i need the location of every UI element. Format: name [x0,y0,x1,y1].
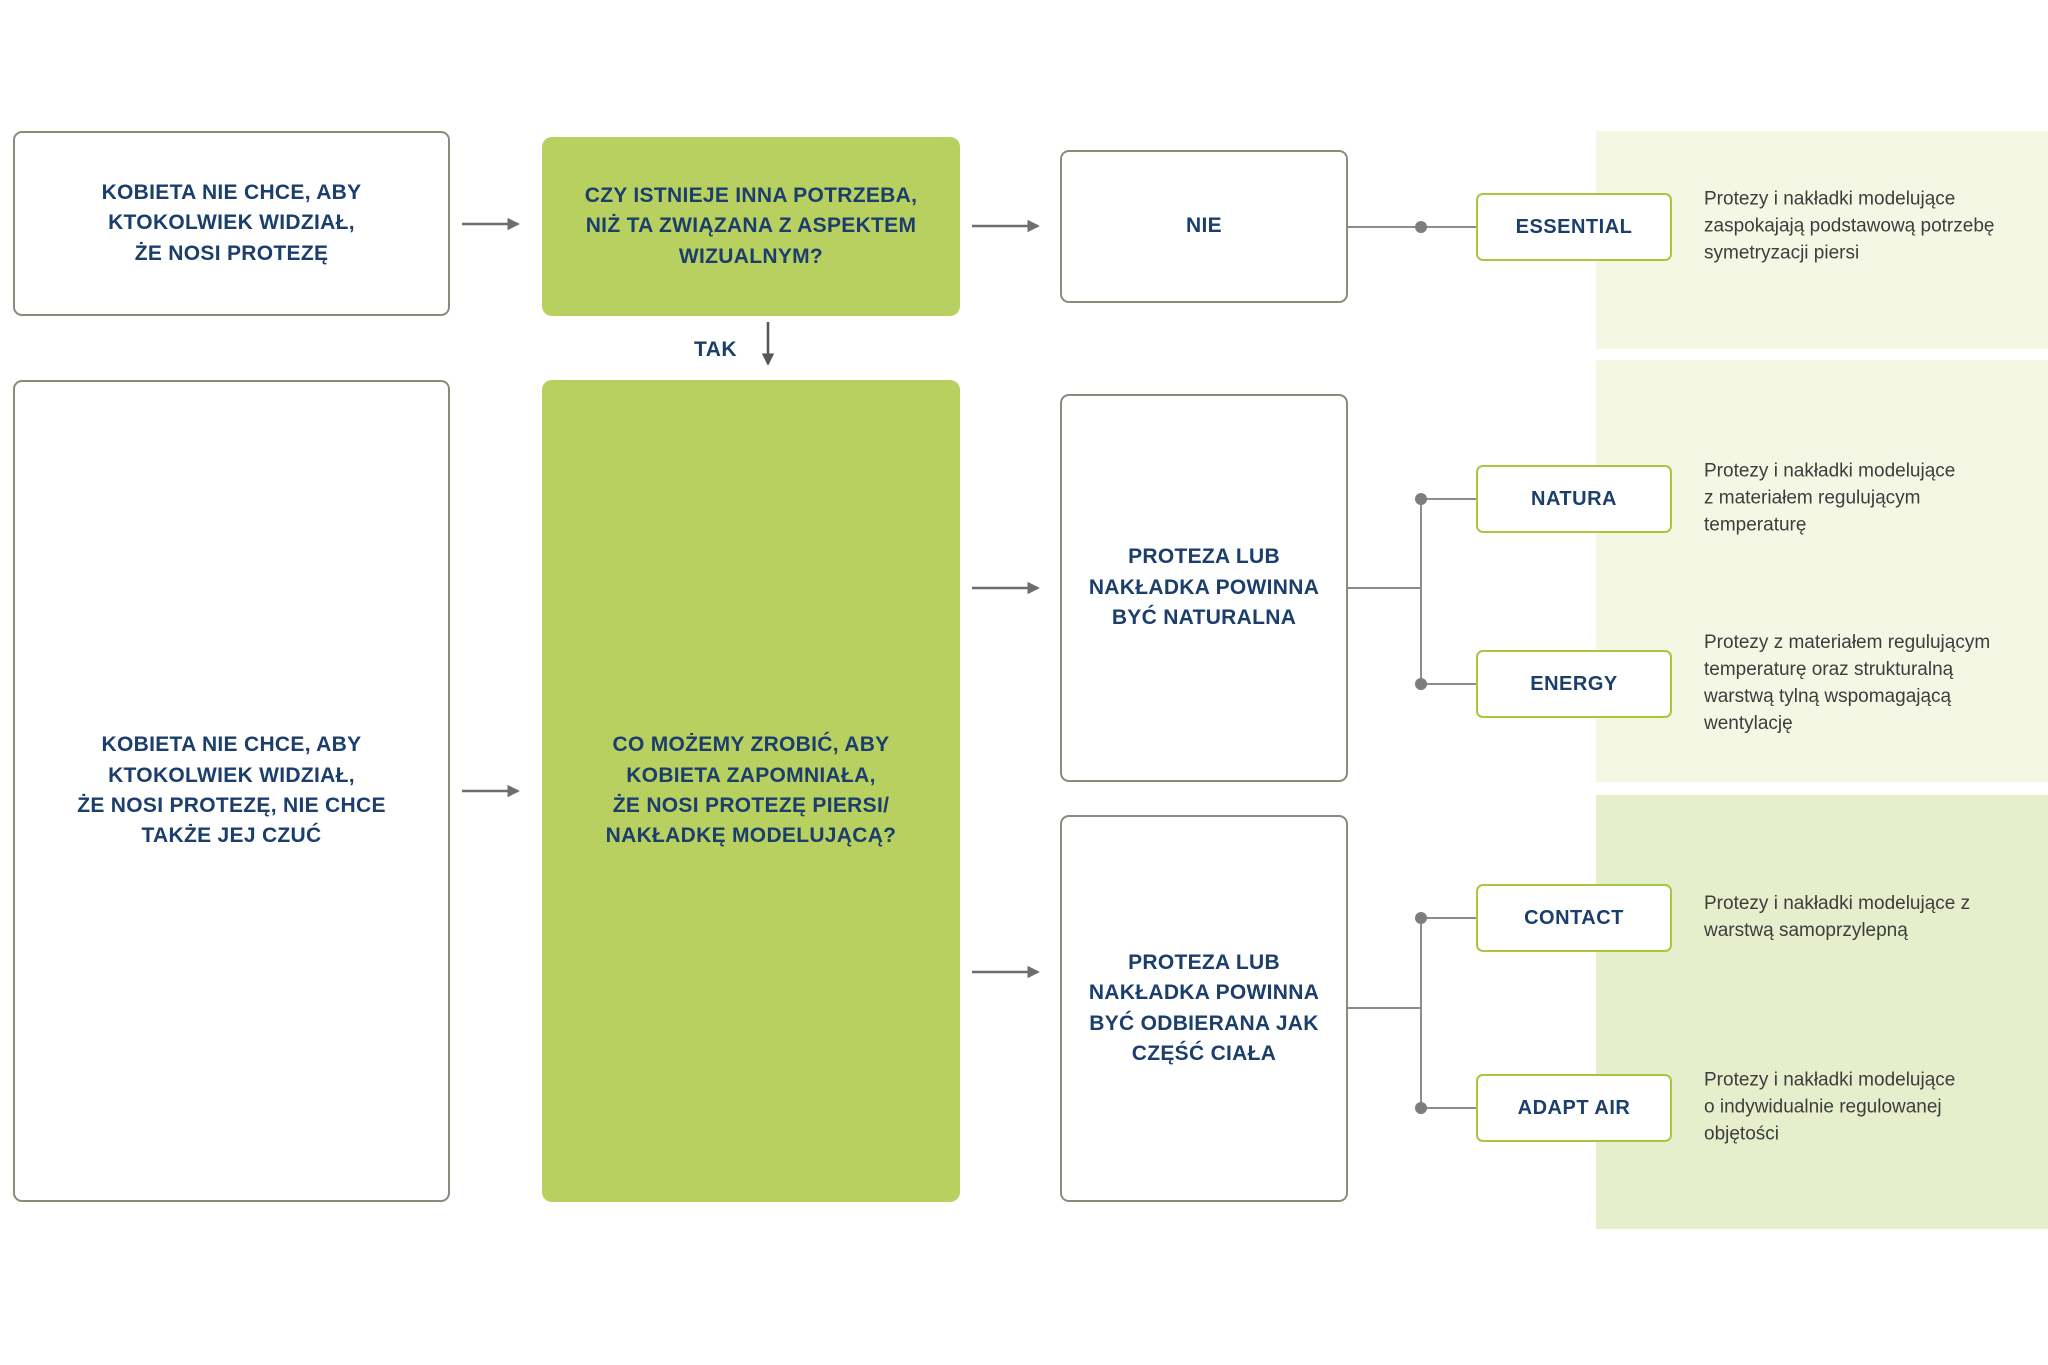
desc-adapt-air: Protezy i nakładki modelujące o indywidu… [1704,1069,1956,1145]
branch-bodypart [1348,917,1476,1109]
box-result-natural: PROTEZA LUB NAKŁADKA POWINNA BYĆ NATURAL… [1060,394,1348,782]
product-contact: CONTACT [1476,884,1672,952]
junction-dot-adaptair [1415,1102,1427,1114]
desc-essential: Protezy i nakładki modelujące zaspokajaj… [1704,188,1995,264]
product-energy: ENERGY [1476,650,1672,718]
branch-natural [1348,498,1476,685]
product-natura: NATURA [1476,465,1672,533]
label-tak: TAK [694,338,738,361]
box-need-feel: KOBIETA NIE CHCE, ABY KTOKOLWIEK WIDZIAŁ… [13,380,450,1202]
junction-dot-energy [1415,678,1427,690]
product-essential: ESSENTIAL [1476,193,1672,261]
desc-energy: Protezy z materiałem regulującym tempera… [1704,632,1991,734]
junction-dot-natura [1415,493,1427,505]
box-answer-nie: NIE [1060,150,1348,303]
desc-contact: Protezy i nakładki modelujące z warstwą … [1704,893,1971,941]
desc-natura: Protezy i nakładki modelujące z materiał… [1704,460,1956,536]
product-adapt-air: ADAPT AIR [1476,1074,1672,1142]
box-result-body-part: PROTEZA LUB NAKŁADKA POWINNA BYĆ ODBIERA… [1060,815,1348,1202]
box-need-visual: KOBIETA NIE CHCE, ABY KTOKOLWIEK WIDZIAŁ… [13,131,450,316]
box-question-other-need: CZY ISTNIEJE INNA POTRZEBA, NIŻ TA ZWIĄZ… [542,137,960,316]
box-question-forget: CO MOŻEMY ZROBIĆ, ABY KOBIETA ZAPOMNIAŁA… [542,380,960,1202]
panel-contact-adaptair-bg [1596,795,2048,1229]
junction-dot-essential [1415,221,1427,233]
junction-dot-contact [1415,912,1427,924]
